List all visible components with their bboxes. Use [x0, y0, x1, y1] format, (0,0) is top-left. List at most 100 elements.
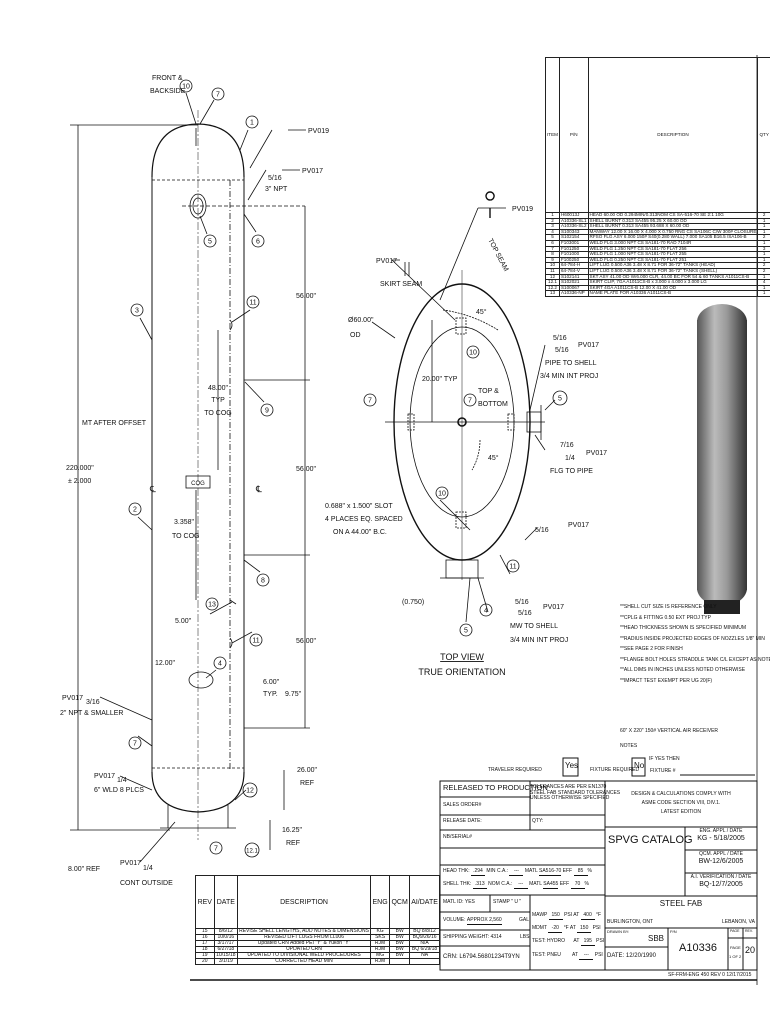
callout-4: 4 [484, 608, 488, 615]
qty-field[interactable]: QTY: [532, 818, 544, 824]
bom-cell-p-n: A10336-SL2 [558, 223, 589, 230]
fixture-value[interactable]: No [634, 761, 645, 770]
label-front: FRONT & [152, 75, 183, 82]
rev-cell-eng: ENG [369, 875, 391, 929]
design-line: DESIGN & CALCULATIONS COMPLY WITH [631, 791, 731, 797]
gal-unit: GAL [519, 917, 530, 923]
label: MIN [486, 868, 496, 874]
part-number: A10336 [679, 942, 717, 954]
top-callout-bubbles [363, 345, 568, 637]
label: TEST: PNEU [532, 952, 561, 958]
label: DATE: [607, 953, 625, 959]
label: SHIPPING WEIGHT: [443, 934, 490, 940]
dim-56: 56.00" [296, 466, 317, 473]
note-line: **CPLG & FITTING 0.50 EXT PROJ TYP [620, 614, 711, 621]
callout-10: 10 [438, 491, 446, 498]
weld-symbol-pv017: PV017 [120, 860, 141, 867]
rev-cell-description: CORRECTED HEAD MIN [237, 958, 371, 965]
crn: CRN: L6794.56801234T9YN [443, 954, 520, 960]
weld-symbol-pv017: PV017 [578, 342, 599, 349]
date-row: DATE: 12/20/1990 [607, 953, 656, 960]
pneu-value: --- [579, 952, 594, 960]
dim-typ: TYP [211, 397, 225, 404]
weld-symbol-pv019: PV019 [308, 128, 329, 135]
callout-7: 7 [368, 398, 372, 405]
bom-cell-item: 11 [545, 268, 560, 275]
dim-od: Ø60.00" [348, 317, 374, 324]
label: % [587, 868, 592, 874]
callout-12: 12 [246, 788, 254, 795]
callout-7: 7 [216, 92, 220, 99]
pneu-row: TEST: PNEU AT --- PSI [532, 952, 603, 960]
release-date-field[interactable]: RELEASE DATE: [443, 818, 482, 824]
callout-11: 11 [509, 564, 516, 571]
weld-symbol-pv017: PV017 [543, 604, 564, 611]
bom-cell-item: 12.1 [545, 279, 560, 286]
weld-symbol-pv019: PV019 [512, 206, 533, 213]
weld-symbol-pv017: PV017 [586, 450, 607, 457]
pn-label: P/N [670, 929, 677, 934]
serial-field[interactable]: NB/SERIAL# [443, 834, 472, 840]
head-ca-value: --- [509, 868, 524, 876]
weld-symbol-pv017: PV017 [568, 522, 589, 529]
sales-order-field[interactable]: SALES ORDER# [443, 802, 482, 808]
weld-symbol-pv017: PV017 [376, 258, 397, 265]
bom-cell-p-n: P/N [558, 56, 589, 214]
weld-size: 5/16 [555, 347, 569, 354]
weld-size: 5/16 [518, 610, 532, 617]
tolerance-line: STEEL FAB STANDARD TOLERANCES [530, 789, 621, 796]
dim-8-ref: 8.00" REF [68, 866, 100, 873]
traveler-value[interactable]: Yes [565, 761, 579, 770]
label: AT [569, 925, 576, 931]
rev-cell-ai-date [409, 958, 440, 965]
callout-11: 11 [249, 300, 256, 307]
note-line: **RADIUS INSIDE PROJECTED EDGES OF NOZZL… [620, 635, 765, 642]
ai-value: BQ-12/7/2005 [699, 880, 743, 888]
bom-cell-description: MANWAY 12.00 X 16.00 X 4.000 X 0.750 RNG… [587, 228, 759, 236]
qcm-appl: QCM. APPL / DATE BW-12/6/2005 [685, 851, 757, 865]
fixture-number-label: IF YES THEN [649, 756, 680, 762]
label-top-bottom: TOP & [478, 388, 499, 395]
dim-angle: 45° [488, 454, 499, 462]
rev-label: REV. [745, 929, 753, 933]
weld-size: 5/16 [515, 599, 529, 606]
bom-cell-description: SKT ASY 41.00 OD W/6.000 CLR, 44.00 BC F… [587, 273, 759, 281]
label-min-int-proj: 3/4 MIN INT PROJ [540, 373, 598, 380]
bom-cell-description: DESCRIPTION [587, 56, 759, 214]
tolerances-note: TOLERANCES ARE PER EN1370 STEEL FAB STAN… [530, 784, 621, 802]
label-top-bottom: BOTTOM [478, 401, 508, 408]
location-right: LEBANON, VA [722, 919, 755, 925]
rev-cell-rev: REV [195, 875, 215, 929]
label: C.A.: [501, 881, 513, 887]
dim-angle: 45° [476, 308, 487, 316]
dim-typ: TYP. [263, 691, 278, 698]
callout-3: 3 [135, 308, 139, 315]
label-skirt-seam: SKIRT SEAM [380, 281, 422, 288]
bom-cell-item: 12.2 [545, 284, 560, 292]
bom-cell-description: NAME PLATE FOR A10336 A1011CS-B [587, 290, 759, 297]
label: HEAD THK: [443, 868, 470, 874]
bom-cell-description: RFSO FLG ASY 6.000 150# S40(0.280 WALL) … [587, 234, 759, 242]
label: PSI [564, 912, 573, 918]
rev-cell-description: REVISE SHELL LENGTHS, ADD NOTES & DIMENS… [237, 928, 371, 935]
fixture-label: FIXTURE REQUIRED [590, 767, 640, 773]
side-callout-bubbles [128, 79, 274, 858]
callout-7: 7 [468, 398, 472, 405]
label-flg-to-pipe: FLG TO PIPE [550, 468, 593, 475]
dim-220: 220.000" [66, 465, 94, 472]
note-line: **IMPACT TEST EXEMPT PER UG 20(F) [620, 677, 713, 684]
dim-ref: REF [286, 840, 300, 847]
mdmt-value: -20 [548, 925, 563, 933]
notes-label: NOTES [620, 743, 638, 749]
callout-5: 5 [464, 628, 468, 635]
label-slot: 4 PLACES EQ. SPACED [325, 516, 403, 523]
label-min-int-proj: 3/4 MIN INT PROJ [510, 637, 568, 644]
bom-cell-item: 13 [545, 290, 560, 297]
date-value: 12/20/1990 [625, 953, 656, 959]
